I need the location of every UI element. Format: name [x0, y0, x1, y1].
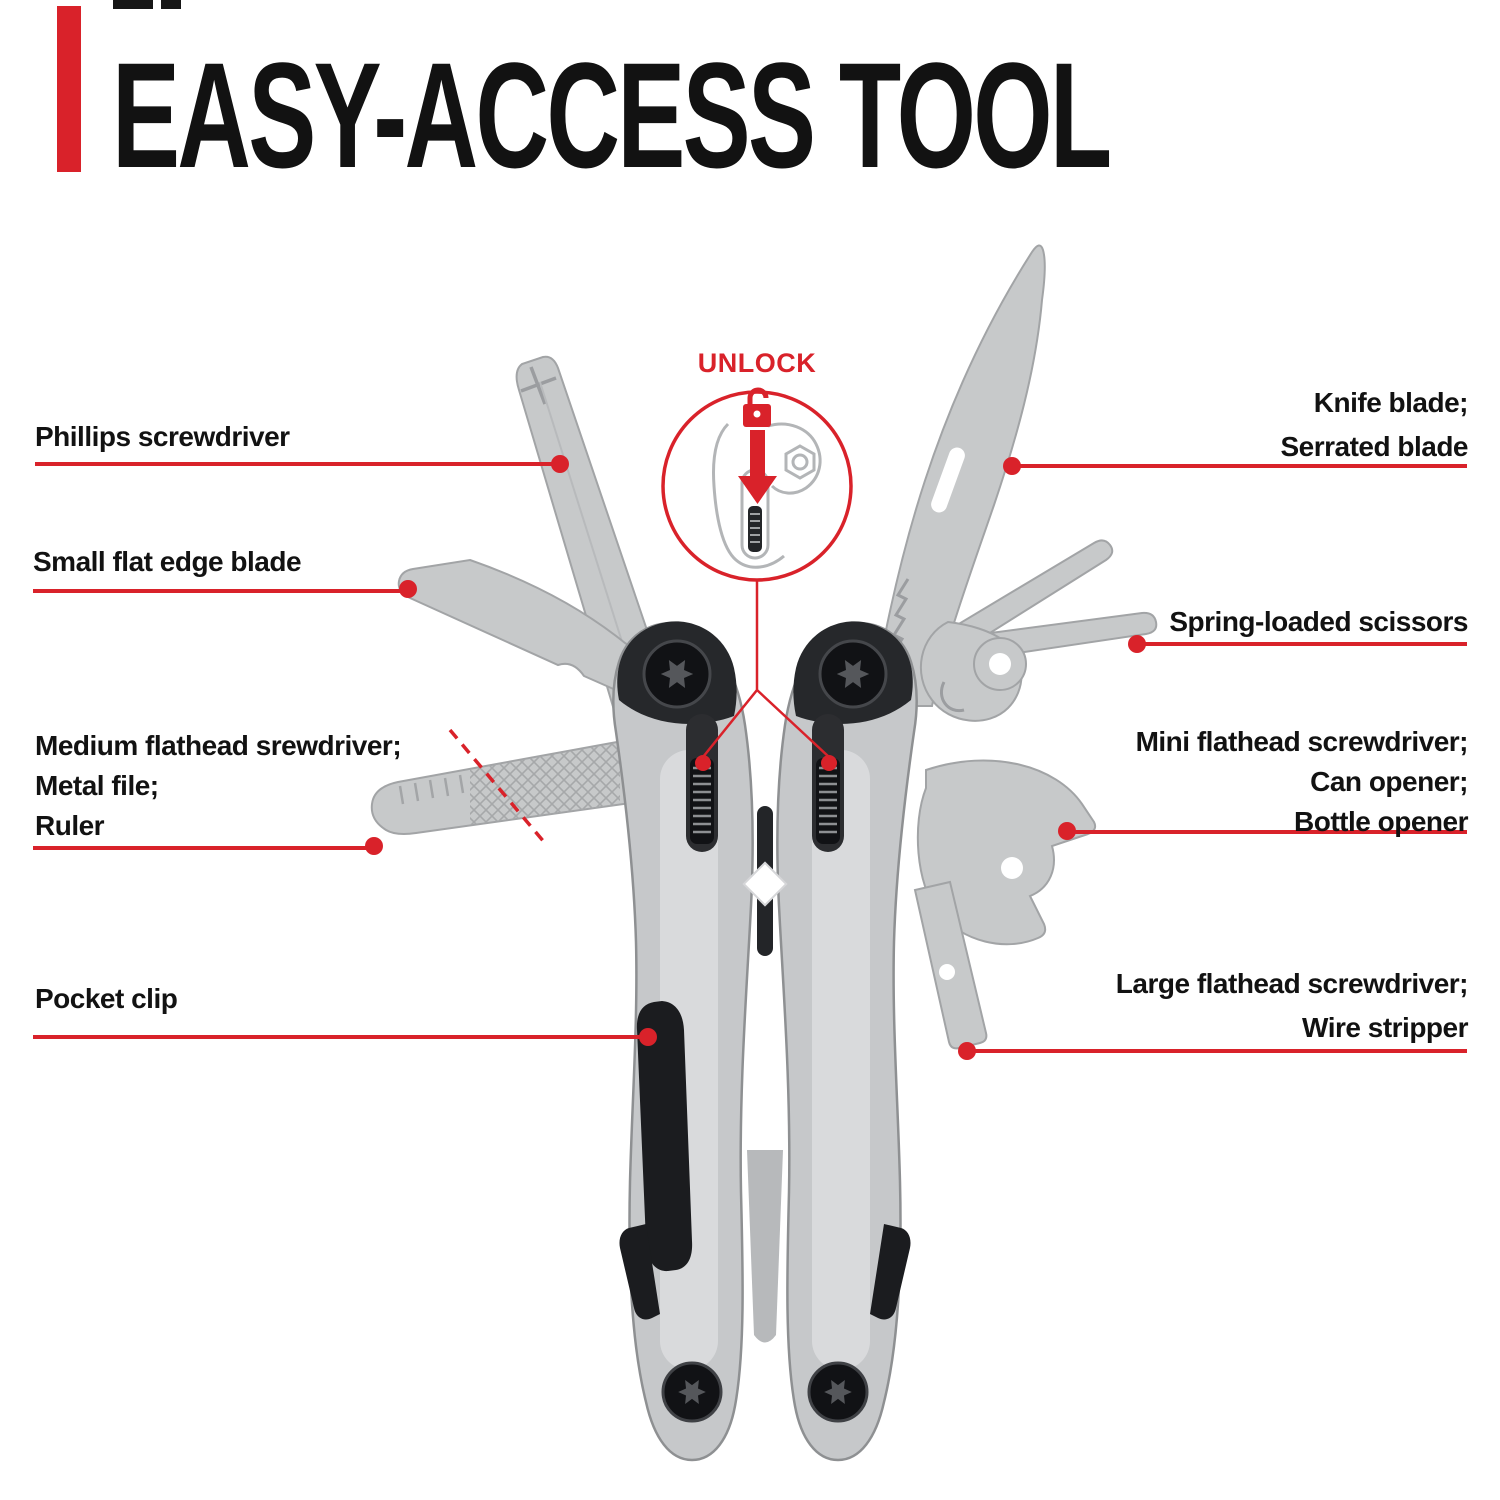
scissors-tool: [919, 539, 1158, 722]
callout-dot-scissors: [1128, 635, 1146, 653]
right-slider: [812, 714, 844, 852]
large-flathead-tool: [913, 880, 988, 1050]
right-handle-highlight: [812, 750, 870, 1370]
wire-stripper-notch: [939, 964, 955, 980]
callout-lines: [33, 455, 1467, 1060]
label-pocket-clip: Pocket clip: [35, 983, 178, 1014]
callout-dot-small-blade: [399, 580, 417, 598]
red-dashed-guide: [448, 728, 546, 844]
phillips-cross-tip: [520, 366, 557, 405]
left-slider: [686, 714, 718, 852]
knife-thumb-slot: [931, 447, 965, 513]
scissors-pivot-hole: [989, 653, 1011, 675]
callout-dot-phillips: [551, 455, 569, 473]
page-title: EASY-ACCESS TOOL: [112, 31, 1112, 199]
callout-dot-opener: [1058, 822, 1076, 840]
small-flat-blade-tool: [397, 558, 658, 708]
unlock-padlock-icon: [743, 387, 771, 427]
unlock-dot-right-slider: [821, 755, 837, 771]
unlock-label: UNLOCK: [697, 348, 817, 378]
right-side-tab: [870, 1224, 911, 1320]
serrated-edge: [890, 578, 910, 656]
opener-hole: [1001, 857, 1023, 879]
label-medium-flathead-file-ruler: Medium flathead srewdriver; Metal file; …: [35, 730, 402, 841]
torx-screw-icon: [642, 639, 888, 1423]
label-spring-loaded-scissors: Spring-loaded scissors: [1169, 606, 1468, 637]
down-arrow-icon: [738, 430, 777, 504]
unlock-connector-lines: [702, 580, 830, 758]
fanned-tools: [370, 244, 1158, 1050]
file-ruler-tool: [370, 728, 654, 844]
handles: [612, 621, 918, 1462]
unlock-dot-left-slider: [695, 755, 711, 771]
callout-dot-large-flathead: [958, 1042, 976, 1060]
knife-blade-tool: [870, 244, 1046, 707]
label-phillips-screwdriver: Phillips screwdriver: [35, 421, 290, 452]
opener-tool: [916, 759, 1097, 946]
folded-pliers-head: [747, 1150, 783, 1343]
unlock-indicator: [661, 387, 853, 771]
label-small-flat-edge-blade: Small flat edge blade: [33, 546, 302, 577]
phillips-screwdriver-tool: [515, 355, 670, 712]
label-large-flathead-wire-stripper: Large flathead screwdriver; Wire strippe…: [1115, 968, 1469, 1043]
title-accent-bar: [57, 6, 81, 172]
callout-dot-knife: [1003, 457, 1021, 475]
label-mini-flathead-can-bottle-opener: Mini flathead screwdriver; Can opener; B…: [1135, 726, 1469, 837]
ruler-ticks: [398, 774, 465, 805]
scissors-spring: [940, 681, 965, 713]
pocket-clip-tool: [636, 1001, 693, 1272]
callout-dot-file-ruler: [365, 837, 383, 855]
center-diamond: [742, 861, 788, 907]
left-side-tab: [619, 1224, 660, 1320]
callout-dot-pocket-clip: [639, 1028, 657, 1046]
file-texture: [470, 742, 620, 825]
lock-mechanism-art: [712, 422, 822, 569]
label-knife-serrated-blade: Knife blade; Serrated blade: [1280, 387, 1468, 462]
